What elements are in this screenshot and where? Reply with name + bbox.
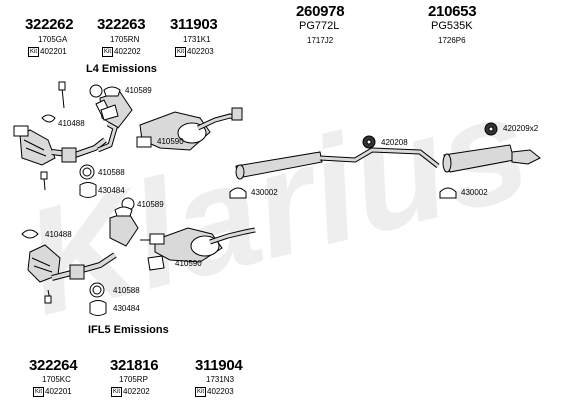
kit-number: 402201 (45, 387, 72, 396)
part-number: 321816 (110, 357, 159, 374)
callout-label: 430002 (461, 188, 488, 197)
part-subcode: 1726P6 (438, 36, 466, 45)
callout-label: 410590 (175, 259, 202, 268)
callout-label: 410588 (98, 168, 125, 177)
callout-label: 430484 (113, 304, 140, 313)
part-number: 311903 (170, 16, 218, 33)
kit-prefix: Kit (111, 387, 123, 397)
part-number: 311904 (195, 357, 243, 374)
callout-label: 410590 (157, 137, 184, 146)
part-subcode: 1717J2 (307, 36, 334, 45)
part-number: 322264 (29, 357, 78, 374)
lower-front-assembly (27, 171, 256, 304)
part-code: 1705RN (110, 35, 140, 44)
kit-prefix: Kit (33, 387, 45, 397)
section-label-l4: L4 Emissions (86, 63, 157, 75)
part-code: 1731N3 (206, 375, 235, 384)
section-label-ifl5: IFL5 Emissions (88, 324, 169, 336)
kit-prefix: Kit (102, 47, 114, 57)
part-code: 1731K1 (183, 35, 211, 44)
clamps-430002 (229, 187, 457, 199)
kit-number: 402203 (207, 387, 234, 396)
callout-label: 410488 (45, 230, 72, 239)
part-code: 1705RP (119, 375, 148, 384)
part-number: 322262 (25, 16, 74, 33)
centre-silencer (235, 135, 440, 180)
part-number: 210653 (428, 3, 477, 20)
rear-silencer (442, 122, 541, 173)
part-code: 1705GA (38, 35, 68, 44)
kit-prefix: Kit (195, 387, 207, 397)
part-number: 322263 (97, 16, 146, 33)
callout-label: 410588 (113, 286, 140, 295)
part-code: PG772L (299, 20, 340, 32)
part-number: 260978 (296, 3, 345, 20)
gaskets-upper (89, 84, 103, 98)
kit-prefix: Kit (175, 47, 187, 57)
kit-number: 402202 (114, 47, 141, 56)
part-code: 1705KC (42, 375, 71, 384)
part-code: PG535K (431, 20, 473, 32)
kit-prefix: Kit (28, 47, 40, 57)
callout-label: 420209x2 (503, 124, 539, 133)
kit-number: 402203 (187, 47, 214, 56)
kit-number: 402202 (123, 387, 150, 396)
callout-label: 430002 (251, 188, 278, 197)
kit-number: 402201 (40, 47, 67, 56)
callout-label: 410589 (137, 200, 164, 209)
lower-small-parts (89, 255, 165, 316)
callout-label: 420208 (381, 138, 408, 147)
callout-label: 410589 (125, 86, 152, 95)
callout-label: 410488 (58, 119, 85, 128)
callout-label: 430484 (98, 186, 125, 195)
